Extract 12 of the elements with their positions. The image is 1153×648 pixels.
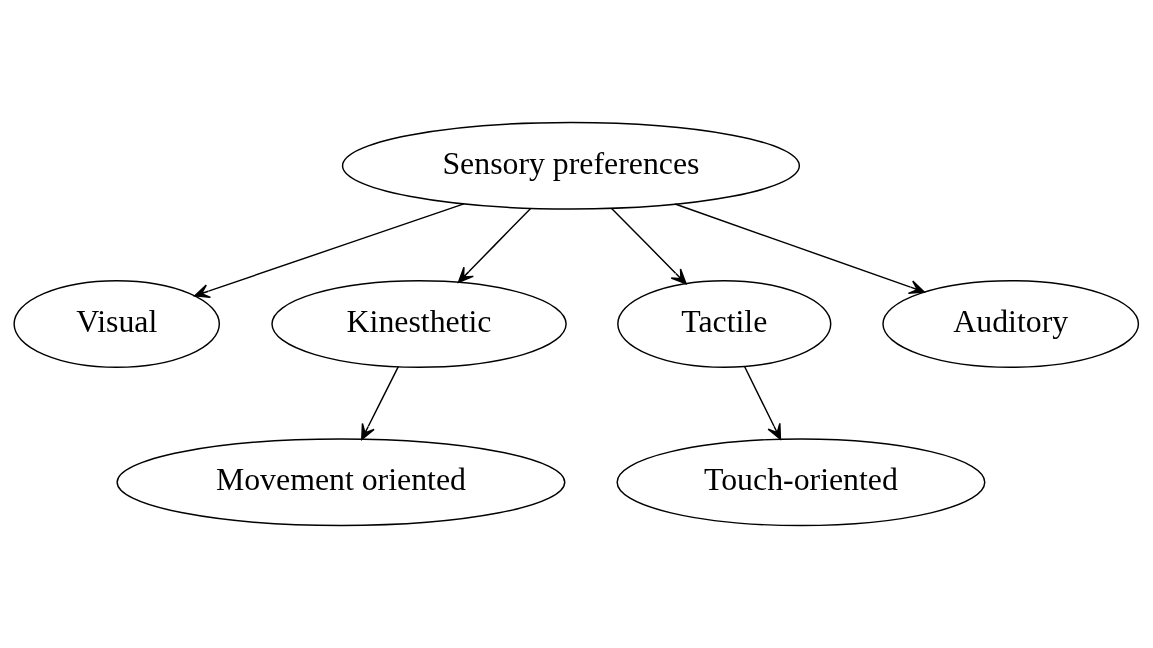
node-ellipse: Movement oriented [116, 438, 566, 527]
node-ellipse: Touch-oriented [616, 438, 986, 527]
node-ellipse: Sensory preferences [341, 121, 801, 210]
node-ellipse: Kinesthetic [271, 280, 567, 368]
arrow [361, 365, 400, 441]
node-ellipse: Tactile [617, 280, 832, 368]
arrow [743, 365, 782, 440]
arrow [193, 203, 465, 299]
arrow [674, 203, 925, 295]
arrow [610, 207, 687, 285]
node-ellipse: Visual [13, 280, 221, 368]
arrow [457, 207, 532, 283]
